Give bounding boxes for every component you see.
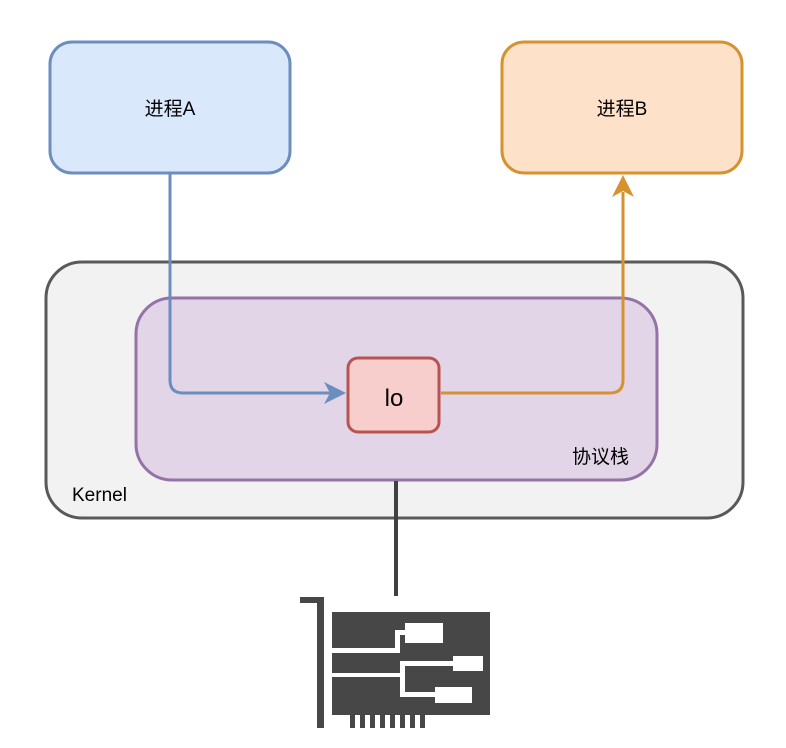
lo-label: lo (385, 385, 404, 412)
kernel-label: Kernel (72, 485, 127, 506)
protocol-stack-label: 协议栈 (572, 446, 629, 468)
arrow-head-to-lo (324, 382, 346, 404)
process-a-box[interactable]: 进程A (48, 40, 292, 175)
nic-bracket (300, 597, 324, 728)
edge-process-a-to-lo (168, 174, 346, 404)
nic-pins (350, 715, 425, 728)
nic-circuit-traces (332, 623, 483, 703)
process-a-label: 进程A (145, 98, 196, 120)
process-b-box[interactable]: 进程B (500, 40, 744, 175)
network-card-icon[interactable] (300, 597, 490, 728)
edge-lo-to-process-b (441, 175, 634, 395)
arrow-head-to-process-b (612, 175, 634, 197)
process-b-label: 进程B (597, 98, 648, 120)
lo-interface-box[interactable]: lo (346, 356, 441, 434)
